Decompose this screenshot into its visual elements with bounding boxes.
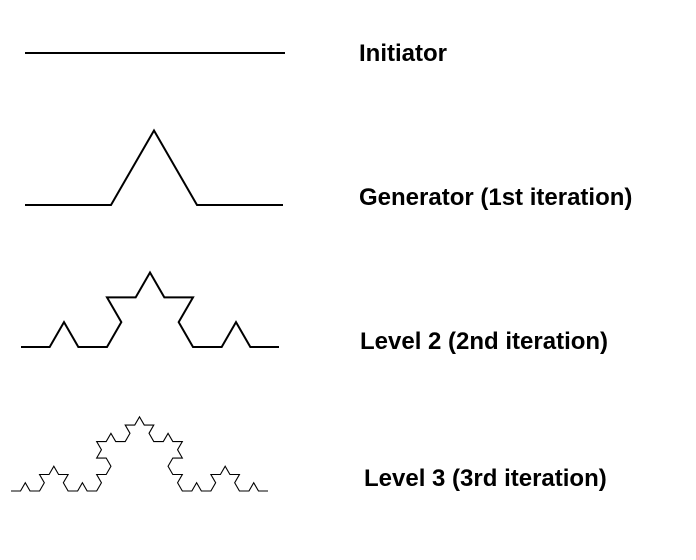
level-3-curve	[11, 415, 268, 492]
level-3-label: Level 3 (3rd iteration)	[364, 465, 607, 492]
level-2-curve	[21, 270, 279, 348]
generator-curve	[25, 128, 283, 206]
initiator-label: Initiator	[359, 40, 447, 67]
level-2-label: Level 2 (2nd iteration)	[360, 328, 609, 355]
generator-label: Generator (1st iteration)	[359, 184, 633, 211]
